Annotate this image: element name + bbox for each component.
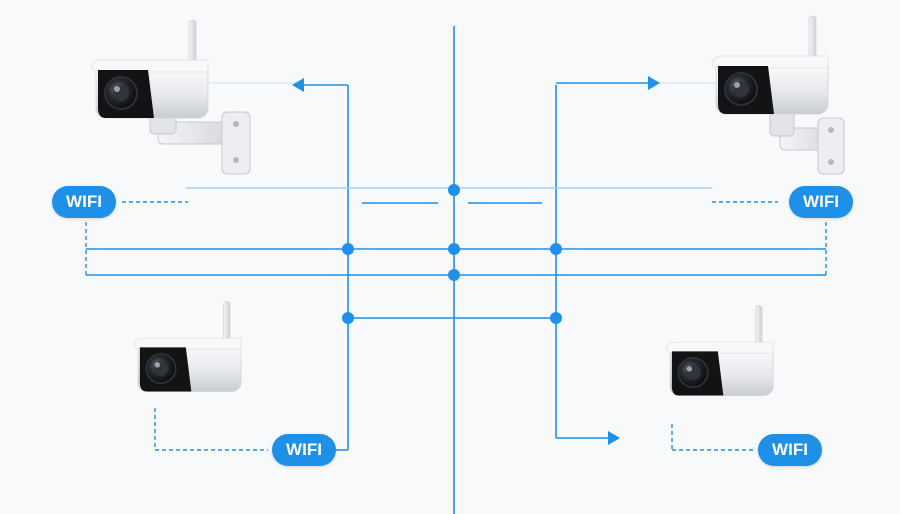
arrow-left-icon bbox=[292, 78, 304, 92]
junction-nodes bbox=[342, 184, 562, 324]
arrow-right-icon bbox=[608, 431, 620, 445]
junction-node bbox=[550, 243, 562, 255]
junction-node bbox=[448, 184, 460, 196]
arrowheads bbox=[292, 76, 660, 445]
wall-bracket bbox=[769, 111, 845, 175]
camera-bottom-left bbox=[133, 300, 242, 393]
security-camera-icon bbox=[91, 19, 209, 119]
arrow-right-icon bbox=[648, 76, 660, 90]
security-camera-icon bbox=[665, 304, 774, 397]
wifi-badge-top-left: WIFI bbox=[52, 186, 116, 218]
security-camera-icon bbox=[133, 300, 242, 393]
wifi-badge-bottom-left: WIFI bbox=[272, 434, 336, 466]
camera-top-right bbox=[711, 15, 845, 175]
camera-bottom-right bbox=[665, 304, 774, 397]
wifi-badge-top-right: WIFI bbox=[789, 186, 853, 218]
wifi-badge-bottom-right: WIFI bbox=[758, 434, 822, 466]
junction-node bbox=[342, 243, 354, 255]
junction-node bbox=[342, 312, 354, 324]
wall-bracket bbox=[149, 107, 251, 175]
junction-node bbox=[448, 243, 460, 255]
security-camera-icon bbox=[711, 15, 829, 115]
junction-node bbox=[550, 312, 562, 324]
camera-top-left bbox=[91, 19, 251, 175]
junction-node bbox=[448, 269, 460, 281]
